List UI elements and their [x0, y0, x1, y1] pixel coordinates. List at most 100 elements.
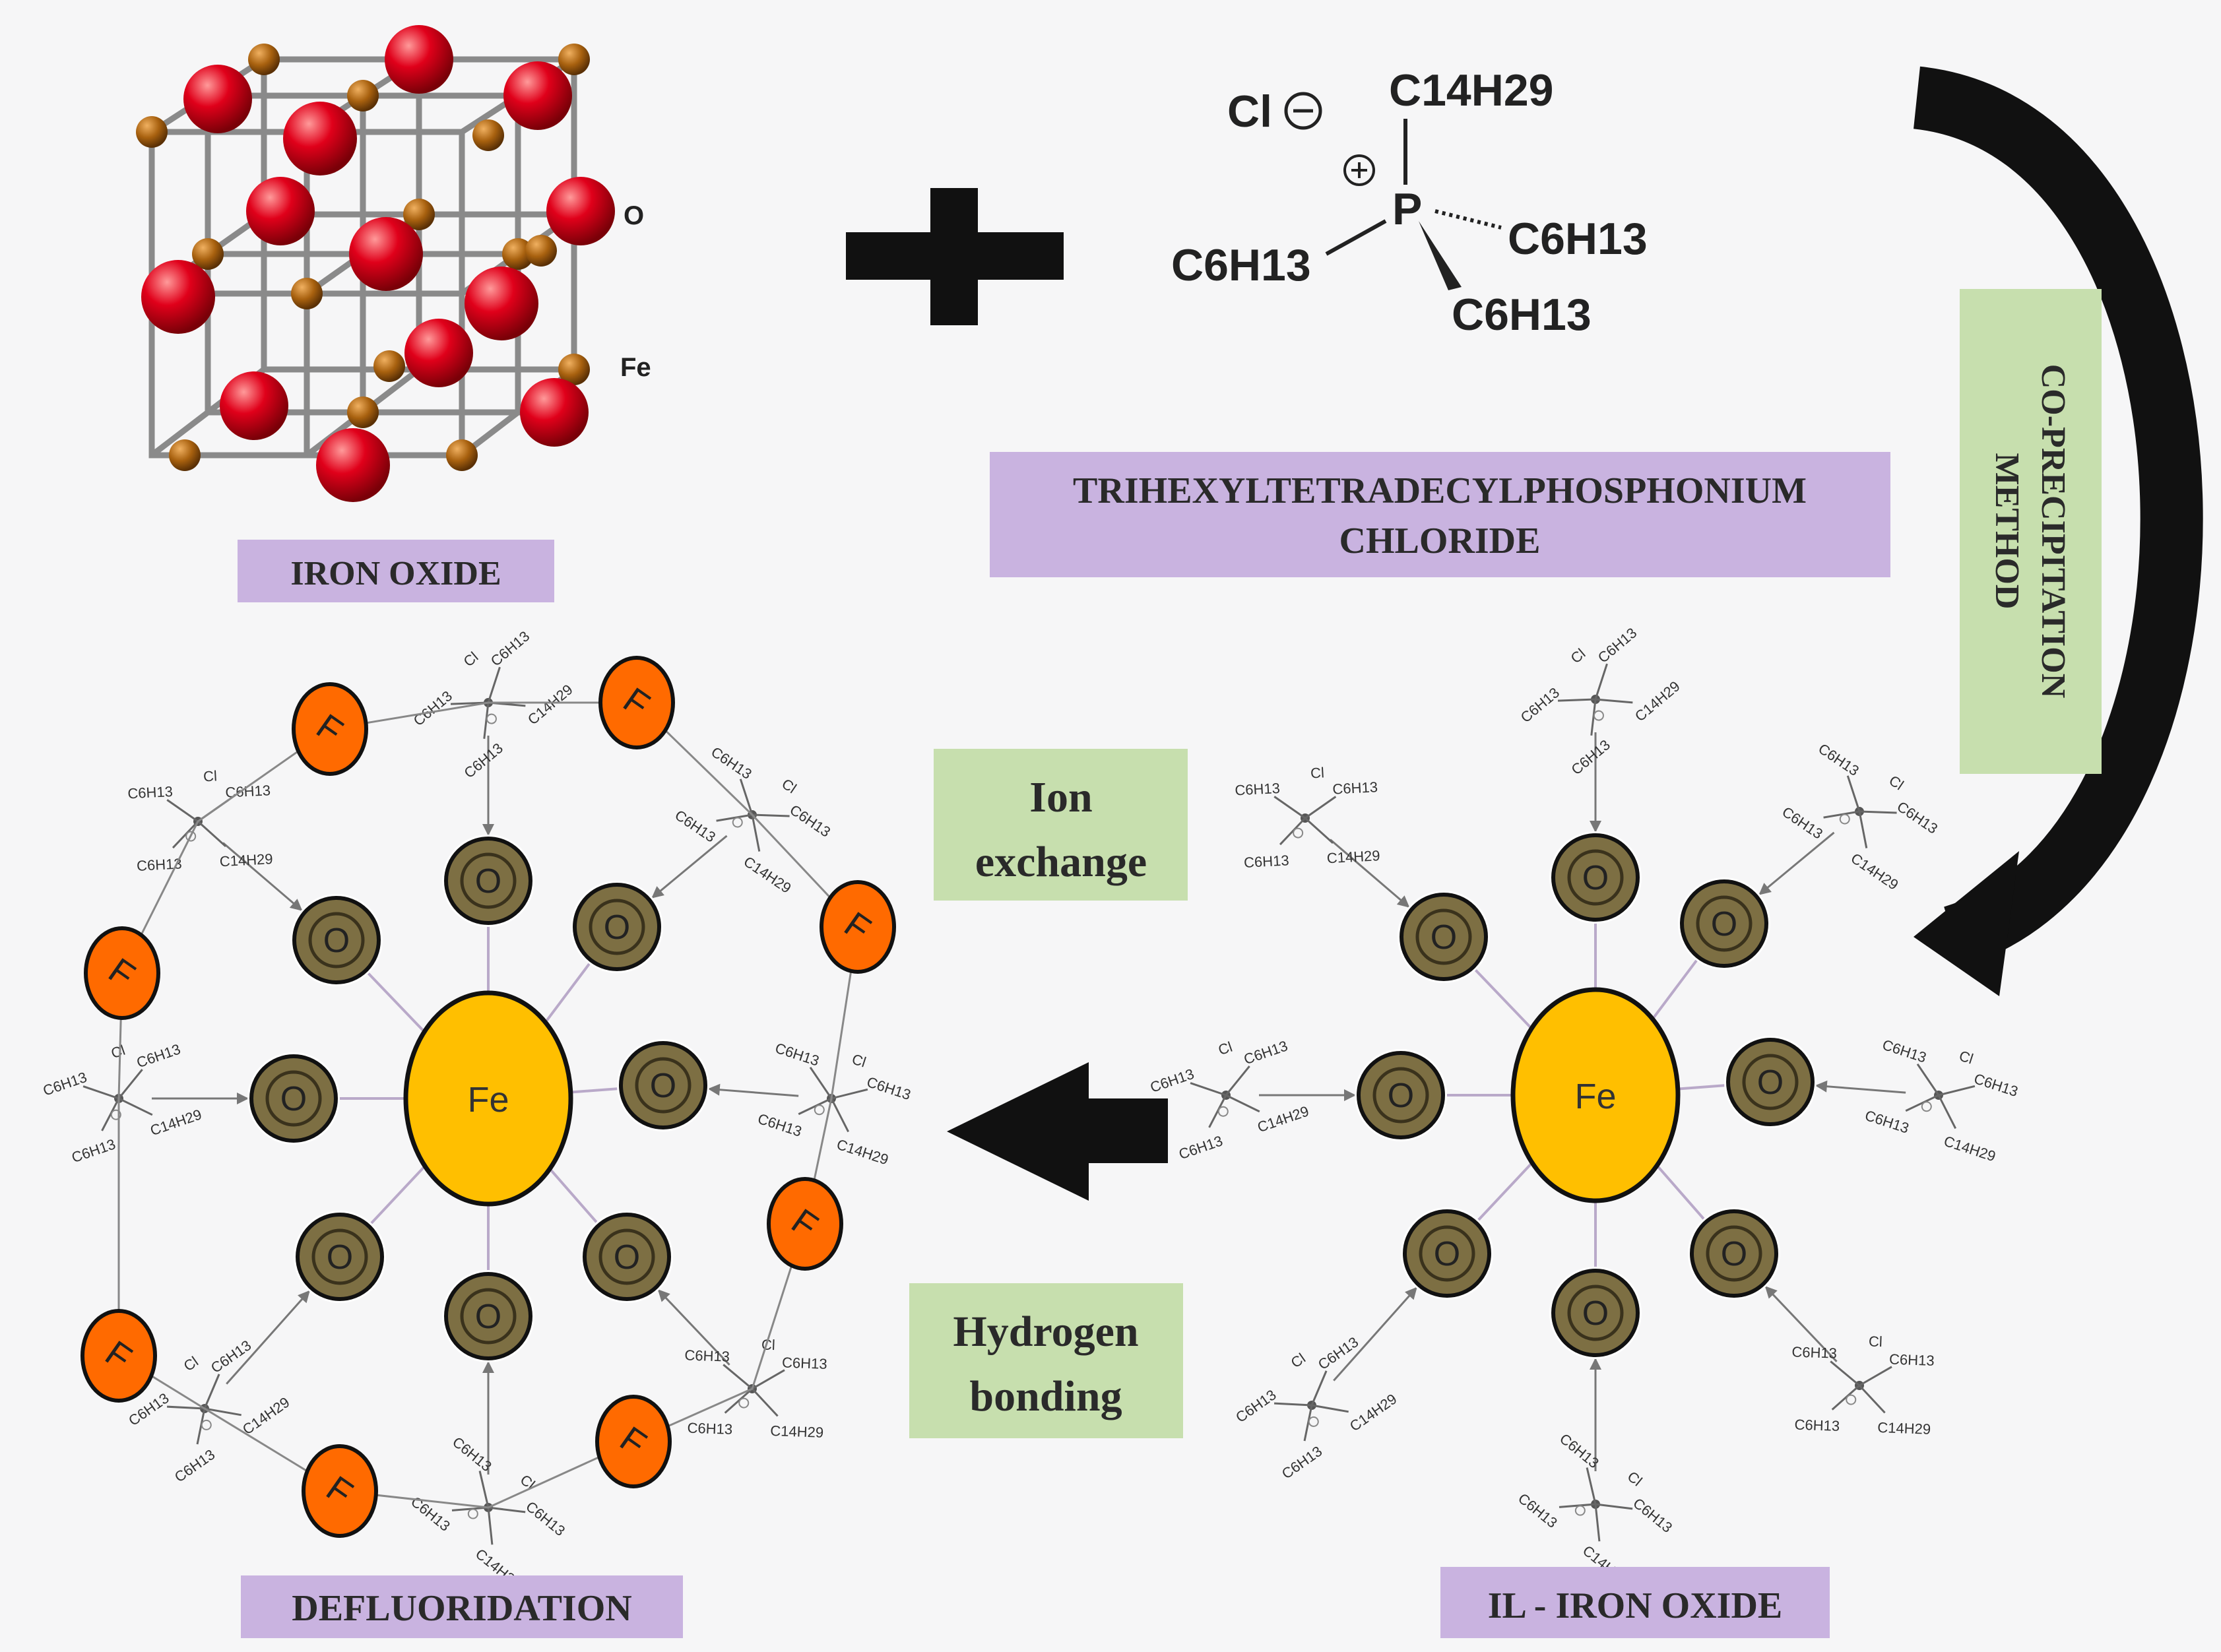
ion-exchange-label: Ion exchange: [934, 749, 1188, 901]
hydrogen-bonding-label-box: [909, 1283, 1183, 1438]
oxygen-shape: [1400, 893, 1488, 981]
oxygen-label: O: [475, 862, 501, 901]
oxygen-shape: [296, 1213, 384, 1301]
coordination-arrow: [1758, 831, 1835, 896]
oxygen-label: O: [323, 922, 350, 960]
oxygen-label: O: [1434, 1235, 1460, 1273]
arrow-head: [1764, 1286, 1778, 1299]
chain-label: C6H13: [461, 740, 506, 781]
arrow-head: [1396, 895, 1410, 908]
oxygen-shape: [583, 1213, 671, 1301]
curved-arrow-head: [1914, 851, 2019, 996]
arrow-head: [651, 886, 664, 899]
charge-icon: [467, 1508, 478, 1519]
arrow-head: [707, 1083, 721, 1096]
arrow-head: [1405, 1287, 1417, 1300]
chain-label: C14H29: [1632, 678, 1683, 724]
chain-label: C6H13: [1894, 798, 1941, 837]
method-label-box: [1960, 289, 2102, 774]
chain-label: C14H29: [219, 850, 273, 870]
chain-label: C14H29: [1877, 1419, 1931, 1438]
coordination-arrow: [222, 842, 304, 912]
chain-label: C6H13: [1518, 684, 1563, 726]
il-name-label: TRIHEXYLTETRADECYLPHOSPHONIUM CHLORIDE: [990, 452, 1890, 577]
arrow-head: [1590, 1358, 1601, 1370]
chain-label: C6H13: [1332, 778, 1378, 798]
fe-atoms: [136, 44, 590, 471]
fluoride-ion: F: [292, 682, 368, 776]
anion-label: Cl: [460, 649, 481, 670]
oxygen-shape: [619, 1041, 707, 1129]
il-iron-oxide-label-box: [1440, 1567, 1830, 1638]
chain-label: C6H13: [1794, 1416, 1840, 1434]
oxygen-label: O: [1431, 918, 1457, 957]
method-label-line2: METHOD: [1988, 453, 2026, 610]
chain-label: C6H13: [1779, 804, 1826, 842]
oxygen-label: O: [1582, 859, 1609, 897]
oxygen-label: O: [1582, 1294, 1609, 1333]
ion-exchange-label-box: [934, 749, 1188, 901]
chain-label: C6H13: [1233, 1386, 1279, 1426]
fluoride-ion: F: [302, 1444, 378, 1538]
oxygen-shape: [444, 837, 532, 925]
fluoride-shape: [595, 1395, 672, 1488]
fluoride-ion: F: [84, 926, 160, 1020]
chain-label: C14H29: [1255, 1102, 1310, 1135]
chain-label: C6H13: [708, 744, 755, 782]
oxygen-atom: O: [1355, 1049, 1447, 1141]
oxygen-shape: [1551, 1269, 1640, 1357]
oxygen-atom: O: [1398, 891, 1490, 983]
coordination-arrow: [657, 1288, 730, 1366]
charge-icon: [732, 817, 743, 828]
coordination-arrow: [651, 835, 728, 899]
anion-label: Cl: [181, 1353, 201, 1374]
coordination-arrow: [1815, 1084, 1906, 1094]
o-atoms: [141, 25, 615, 502]
arrow-head: [1815, 1080, 1828, 1093]
oxygen-atom: O: [581, 1211, 673, 1303]
ion-exchange-line1: Ion: [1029, 773, 1092, 821]
fe-center: Fe: [403, 990, 573, 1207]
ion-exchange-line2: exchange: [975, 838, 1147, 886]
anion-label: Cl: [1567, 645, 1588, 667]
charge-icon: [185, 831, 197, 842]
anion-label: Cl: [1869, 1333, 1883, 1350]
iron-oxide-label-text: IRON OXIDE: [290, 555, 501, 592]
hydrogen-bonding-label: Hydrogen bonding: [909, 1283, 1183, 1438]
ionic-liquid-structure: Cl C14H29 P C6H13 C6H13 C6H13: [1171, 65, 1648, 340]
chain-label: C6H13: [1176, 1132, 1225, 1162]
il-anion-label: Cl: [1227, 86, 1272, 137]
anion-label: Cl: [1216, 1038, 1235, 1058]
oxygen-atom: O: [1549, 1267, 1642, 1359]
chain-label: C6H13: [1889, 1351, 1935, 1369]
charge-icon: [1846, 1394, 1857, 1405]
hydrogen-bonding-line1: Hydrogen: [953, 1308, 1138, 1356]
defluoridation-label-text: DEFLUORIDATION: [292, 1588, 631, 1629]
il-name-line1: TRIHEXYLTETRADECYLPHOSPHONIUM: [1073, 470, 1807, 511]
chain-label: C6H13: [1595, 624, 1640, 666]
oxygen-atom: O: [290, 894, 383, 986]
arrow-head: [1344, 1089, 1356, 1101]
fluoride-ion: F: [820, 880, 896, 974]
chain-label: C6H13: [69, 1135, 117, 1166]
oxygen-label: O: [604, 908, 630, 947]
charge-icon: [201, 1419, 212, 1430]
il-anion-minus-icon: [1284, 92, 1322, 130]
fluoride-ion: F: [80, 1309, 157, 1403]
chain-label: C6H13: [687, 1420, 732, 1438]
chain-label: C6H13: [1568, 736, 1613, 778]
arrow-head: [289, 899, 303, 911]
fe-shape: [1510, 987, 1681, 1203]
chain-label: C6H13: [1148, 1065, 1196, 1096]
chain-label: C6H13: [672, 807, 719, 846]
chain-label: C6H13: [1815, 740, 1862, 779]
coordination-arrow: [1329, 839, 1411, 908]
coordination-arrow: [1333, 1286, 1418, 1382]
